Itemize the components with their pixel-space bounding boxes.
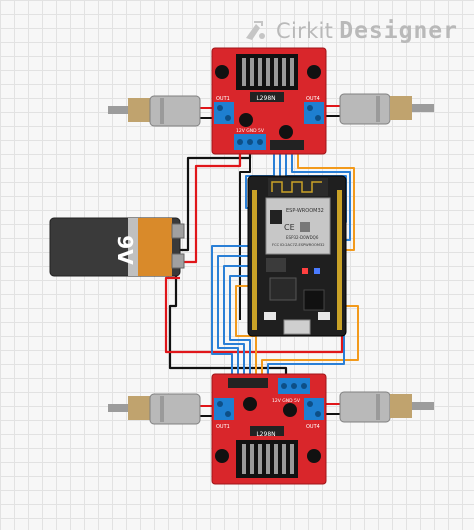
- l298n-driver-bottom[interactable]: L298N OUT1 OUT4 12V GND 5V: [211, 373, 327, 485]
- wire-bot-aux[interactable]: [267, 330, 345, 378]
- esp32-pins: [252, 190, 342, 330]
- dc-motor-top-right[interactable]: [339, 93, 434, 125]
- wire-top-in4[interactable]: [291, 150, 351, 241]
- dc-motor-top-left[interactable]: [108, 95, 201, 127]
- brand-name: Cirkit: [276, 19, 334, 43]
- bottom-out1-label: OUT1: [216, 424, 230, 430]
- esp32-devkit[interactable]: ESP-WROOM32 FCC ID:2AC7Z-ESPWROOM32 ESP3…: [247, 175, 347, 337]
- dc-motor-bottom-right[interactable]: [339, 391, 434, 423]
- top-out1-label: OUT1: [216, 96, 230, 102]
- top-power-label: 12V GND 5V: [236, 128, 265, 134]
- wire-battery-vcc-bottom[interactable]: [164, 276, 290, 354]
- product-name: Designer: [339, 18, 458, 44]
- l298n-driver-top[interactable]: L298N OUT1 OUT4 12V GND 5V: [211, 47, 327, 155]
- wire-bot-in4[interactable]: [229, 275, 262, 378]
- esp-module-line1: ESP-WROOM32: [286, 208, 324, 214]
- wire-bot-ena[interactable]: [235, 285, 262, 378]
- esp-module-line2: FCC ID:2AC7Z-ESPWROOM32: [272, 243, 325, 247]
- top-out4-label: OUT4: [306, 96, 320, 102]
- battery-9v[interactable]: 9V: [49, 217, 185, 277]
- dc-motor-bottom-left[interactable]: [108, 393, 201, 425]
- wire-top-ena[interactable]: [297, 150, 355, 251]
- wire-battery-gnd-top[interactable]: [180, 150, 252, 252]
- wire-bot-in2[interactable]: [217, 255, 262, 378]
- wire-battery-vcc-top[interactable]: [182, 150, 242, 264]
- wire-bot-in3[interactable]: [223, 265, 262, 378]
- bottom-power-label: 12V GND 5V: [272, 398, 301, 404]
- cirkit-designer-logo: Cirkit Designer: [240, 14, 458, 48]
- esp-module-line3: ESP32-D0WDQ6: [286, 235, 319, 240]
- battery-label: 9V: [113, 235, 137, 265]
- top-chip-label: L298N: [256, 95, 275, 102]
- bottom-out4-label: OUT4: [306, 424, 320, 430]
- ce-mark: CE: [284, 223, 295, 232]
- cirkit-logo-icon: [246, 21, 266, 40]
- bottom-chip-label: L298N: [256, 431, 275, 438]
- wire-bot-in1[interactable]: [211, 245, 262, 378]
- usb-port[interactable]: [283, 319, 311, 335]
- wire-bot-enb[interactable]: [261, 305, 359, 378]
